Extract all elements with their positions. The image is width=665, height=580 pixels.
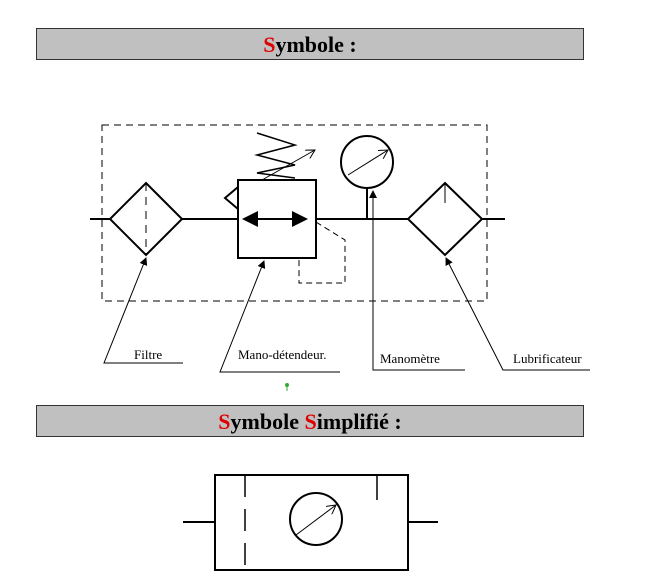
label-lubrificateur: Lubrificateur (513, 351, 582, 366)
label-mano-detendeur: Mano-détendeur. (238, 347, 326, 362)
anchor-marker (285, 383, 289, 391)
red-initial: S (263, 32, 276, 57)
gauge-symbol (340, 135, 394, 219)
header-text: ymbole : (275, 32, 357, 57)
pilot-line (298, 221, 346, 284)
leader-lines (103, 190, 590, 373)
red-initial: S (218, 409, 231, 434)
unit-dashed-boundary (101, 124, 488, 302)
filter-symbol (108, 181, 184, 257)
red-initial: S (304, 409, 317, 434)
gauge-icon (289, 492, 343, 546)
lubricator-symbol (406, 181, 484, 257)
section-header-symbole-simplifie: Symbole Simplifié : (36, 405, 584, 437)
header-text: ymbole (230, 409, 305, 434)
spring-icon (254, 132, 298, 179)
label-manometre: Manomètre (380, 351, 440, 366)
regulator-symbol (223, 132, 346, 284)
full-symbol (90, 124, 590, 373)
label-filtre: Filtre (134, 347, 162, 362)
section-header-symbole: Symbole : (36, 28, 584, 60)
simplified-symbol (183, 474, 438, 571)
header-text: implifié : (316, 409, 402, 434)
